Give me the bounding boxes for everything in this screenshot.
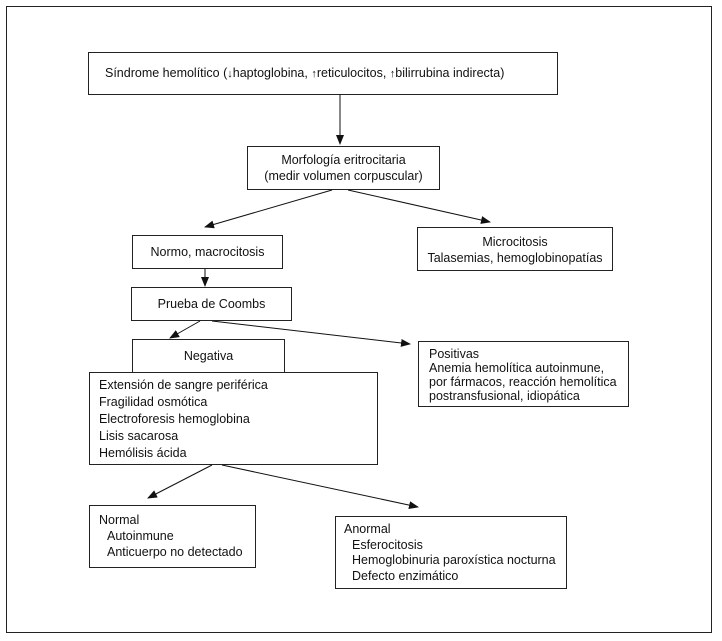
node-positivas: Positivas Anemia hemolítica autoinmune, … (418, 341, 629, 407)
node-sindrome-hemolitico: Síndrome hemolítico (↓haptoglobina, ↑ret… (88, 52, 558, 95)
arrow-coombs-positivas (211, 320, 411, 347)
arrow-pruebas-normal (147, 464, 213, 499)
arrow-up-icon: ↑ (389, 68, 396, 80)
node-pruebas-diagnosticas: Extensión de sangre periférica Fragilida… (89, 372, 378, 465)
node-prueba-coombs: Prueba de Coombs (131, 287, 292, 321)
arrow-pruebas-anormal (221, 464, 419, 510)
arrow-morfologia-normo (204, 189, 333, 229)
node-anormal: Anormal Esferocitosis Hemoglobinuria par… (335, 516, 567, 589)
node-negativa: Negativa (132, 339, 285, 373)
diagram-frame (6, 6, 712, 633)
node-normo-macrocitosis: Normo, macrocitosis (132, 235, 283, 269)
node-normal: Normal Autoinmune Anticuerpo no detectad… (89, 505, 256, 568)
node-microcitosis: Microcitosis Talasemias, hemoglobinopatí… (417, 227, 613, 271)
arrow-down-icon: ↓ (227, 68, 233, 80)
arrow-morfologia-micro (347, 189, 491, 224)
arrow-coombs-negativa (169, 320, 201, 339)
arrow-up-icon: ↑ (311, 68, 317, 80)
node-morfologia-eritrocitaria: Morfología eritrocitaria (medir volumen … (247, 146, 440, 190)
